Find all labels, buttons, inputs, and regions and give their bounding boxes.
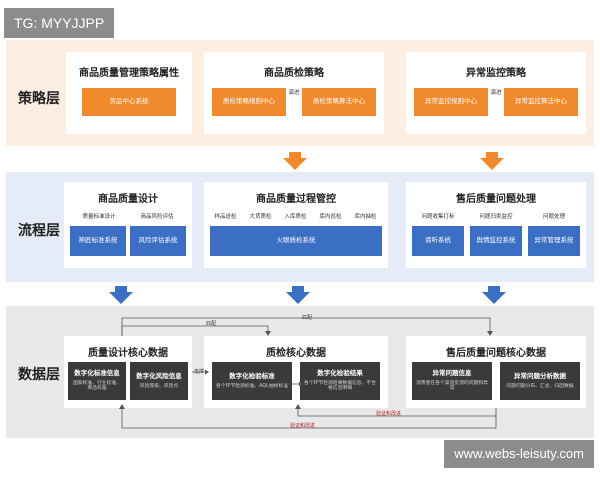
- sub-label: 库内巡检: [319, 214, 342, 220]
- sub-label: 商品风险评估: [140, 214, 174, 220]
- card-title: 质检核心数据: [266, 348, 326, 359]
- watermark-bottom: www.webs-leisuty.com: [444, 440, 594, 468]
- arrowhead-icon: [265, 331, 271, 336]
- digital-standard-info-box[interactable]: 数字化标准信息 国家标准、行业标准、商品标准: [68, 362, 126, 400]
- sub-label: 问题归类监控: [479, 214, 513, 220]
- goods-center-system-box[interactable]: 货品中心系统: [82, 88, 176, 116]
- box-subtitle: 问题问题分布、汇总、归因数据: [506, 383, 574, 389]
- verify-improve-label-right: 验证和改进: [376, 411, 402, 417]
- arrow-down-icon: [286, 286, 310, 304]
- evolve-connector-label: 演进: [288, 90, 300, 96]
- data-card-inspection: 质检核心数据 数字化检验标准 各个环节检测标准、AQL抽样标准 数字化检验结果 …: [204, 336, 388, 408]
- sub-label: 问题处理: [542, 214, 565, 220]
- sub-label: 样品送检: [214, 214, 237, 220]
- card-title: 异常监控策略: [466, 68, 526, 79]
- box-subtitle: 各个环节检测结果数据信息、不合格信息明细: [304, 380, 376, 392]
- anomaly-analysis-data-box[interactable]: 异常问题分析数据 问题问题分布、汇总、归因数据: [500, 362, 580, 400]
- anomaly-issue-info-box[interactable]: 异常问题信息 消费者在各个渠道反馈的问题和异常: [412, 362, 492, 400]
- card-title: 商品质量管理策略属性: [79, 68, 179, 79]
- anomaly-rule-center-box[interactable]: 异常监控规则中心: [414, 88, 488, 116]
- sentiment-monitor-system-box[interactable]: 舆情监控系统: [470, 226, 522, 256]
- standard-system-box[interactable]: 神匠标准系统: [70, 226, 126, 256]
- box-title: 数字化风险信息: [136, 371, 182, 380]
- fire-eye-system-box[interactable]: 火眼质检系统: [210, 226, 382, 256]
- arrow-down-icon: [283, 152, 307, 170]
- sub-label: 问题收集打标: [421, 214, 455, 220]
- data-layer-label: 数据层: [18, 367, 60, 383]
- match-arrow-label-left: 匹配: [206, 321, 217, 327]
- arrowhead-icon: [205, 369, 209, 375]
- arrow-down-icon: [109, 286, 133, 304]
- data-card-design: 质量设计核心数据 数字化标准信息 国家标准、行业标准、商品标准 数字化风险信息 …: [64, 336, 192, 408]
- arrowhead-icon: [487, 331, 493, 336]
- inspection-rule-center-box[interactable]: 质检策略规则中心: [212, 88, 286, 116]
- strategy-layer-band: 策略层 商品质量管理策略属性 货品中心系统 商品质检策略 质检策略规则中心 演进…: [6, 40, 594, 146]
- box-subtitle: 各个环节检测标准、AQL抽样标准: [216, 383, 289, 389]
- digital-risk-info-box[interactable]: 数字化风险信息 风险等级、风险点: [130, 362, 188, 400]
- card-title: 商品质量过程管控: [256, 194, 336, 205]
- strategy-card-inspection: 商品质检策略 质检策略规则中心 演进 质检策略算法中心: [204, 52, 384, 134]
- process-layer-band: 流程层 商品质量设计 质量标准设计 商品风险评估 神匠标准系统 风险评估系统 商…: [6, 172, 594, 282]
- watermark-top: TG: MYYJJPP: [4, 8, 115, 38]
- card-title: 售后质量问题核心数据: [446, 348, 546, 359]
- match-line: [121, 317, 491, 336]
- arrowhead-icon: [295, 404, 301, 409]
- diting-system-box[interactable]: 谛听系统: [412, 226, 464, 256]
- digital-inspection-standard-box[interactable]: 数字化检验标准 各个环节检测标准、AQL抽样标准: [212, 362, 292, 400]
- box-subtitle: 国家标准、行业标准、商品标准: [73, 380, 121, 392]
- sub-label: 库内抽检: [354, 214, 377, 220]
- verify-improve-label-left: 验证和改进: [290, 423, 316, 429]
- risk-assessment-system-box[interactable]: 风险评估系统: [130, 226, 186, 256]
- box-title: 异常问题信息: [432, 368, 472, 377]
- process-card-process-control: 商品质量过程管控 样品送检 大货质检 入库质检 库内巡检 库内抽检 火眼质检系统: [204, 182, 388, 268]
- box-title: 数字化检验结果: [317, 368, 363, 377]
- sub-label: 大货质检: [249, 214, 272, 220]
- strategy-layer-label: 策略层: [18, 91, 60, 107]
- card-title: 售后质量问题处理: [456, 194, 536, 205]
- box-subtitle: 风险等级、风险点: [139, 383, 179, 389]
- card-title: 商品质检策略: [264, 68, 324, 79]
- data-card-after-sale: 售后质量问题核心数据 异常问题信息 消费者在各个渠道反馈的问题和异常 异常问题分…: [406, 336, 586, 408]
- strategy-card-quality-attributes: 商品质量管理策略属性 货品中心系统: [66, 52, 192, 134]
- sub-label: 入库质检: [284, 214, 307, 220]
- process-card-quality-design: 商品质量设计 质量标准设计 商品风险评估 神匠标准系统 风险评估系统: [64, 182, 192, 268]
- box-subtitle: 消费者在各个渠道反馈的问题和异常: [416, 380, 488, 392]
- inspection-algorithm-center-box[interactable]: 质检策略算法中心: [302, 88, 376, 116]
- sub-label: 质量标准设计: [82, 214, 116, 220]
- arrow-down-icon: [482, 286, 506, 304]
- arrow-down-icon: [480, 152, 504, 170]
- arrowhead-icon: [299, 381, 303, 387]
- box-title: 异常问题分析数据: [514, 371, 566, 380]
- digital-inspection-result-box[interactable]: 数字化检验结果 各个环节检测结果数据信息、不合格信息明细: [300, 362, 380, 400]
- verify-line: [121, 406, 497, 429]
- box-title: 数字化标准信息: [74, 368, 120, 377]
- process-layer-label: 流程层: [18, 223, 60, 239]
- evolve-connector-label: 演进: [490, 90, 502, 96]
- anomaly-algorithm-center-box[interactable]: 异常监控算法中心: [504, 88, 578, 116]
- card-title: 商品质量设计: [98, 194, 158, 205]
- anomaly-management-system-box[interactable]: 异常管理系统: [528, 226, 580, 256]
- process-card-after-sale: 售后质量问题处理 问题收集打标 问题归类监控 问题处理 谛听系统 舆情监控系统 …: [406, 182, 586, 268]
- box-title: 数字化检验标准: [229, 371, 275, 380]
- card-title: 质量设计核心数据: [88, 348, 168, 359]
- arrowhead-icon: [119, 404, 125, 409]
- strategy-card-anomaly: 异常监控策略 异常监控规则中心 演进 异常监控算法中心: [406, 52, 586, 134]
